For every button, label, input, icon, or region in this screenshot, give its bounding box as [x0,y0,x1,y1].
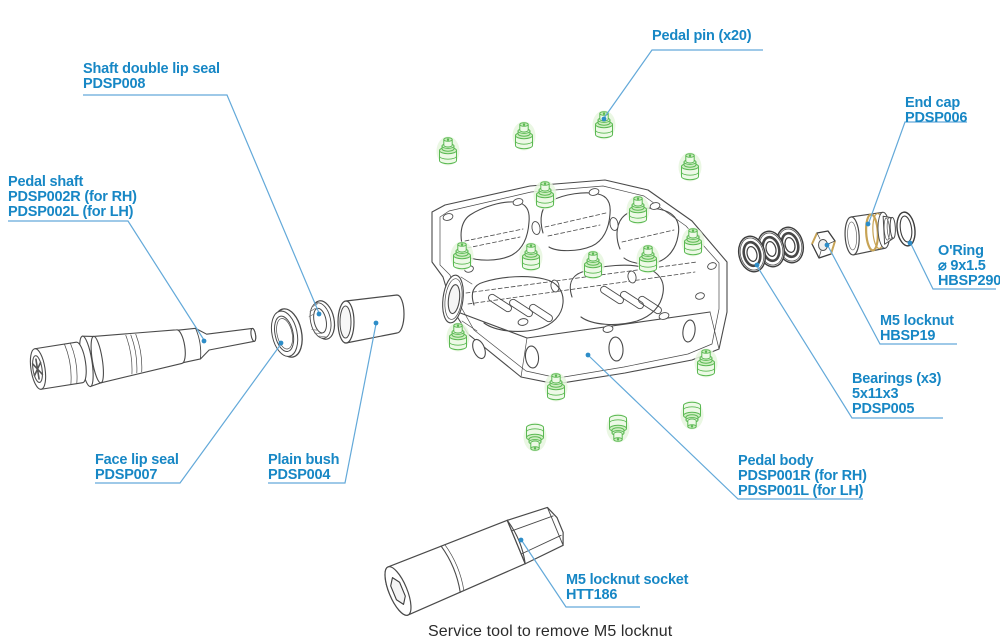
pedal-pin [694,348,718,378]
pedal-pin [533,180,557,210]
leader-dot-end-cap [865,221,871,227]
leader-line-pedal-shaft [8,220,205,341]
pedal-pin [450,241,474,271]
pedal-pin [446,322,470,352]
m5-locknut-drawing [811,230,836,259]
pedal-pin [636,244,660,274]
diagram-caption: Service tool to remove M5 locknut [428,623,673,640]
pedal-pin [581,250,605,280]
end-cap-drawing [844,211,896,256]
pedal-pin [606,413,630,443]
leader-dot-o-ring [907,240,913,246]
pedal-pin [681,227,705,257]
pedal-pin [519,242,543,272]
leader-dot-m5-locknut [824,242,830,248]
leader-dot-plain-bush [373,320,379,326]
pedal-pin [436,136,460,166]
leader-line-shaft-double-lip-seal [83,94,320,314]
bearings-drawing [737,226,805,273]
leader-line-m5-locknut [827,245,957,345]
pedal-pin [626,195,650,225]
leader-line-o-ring [910,243,996,290]
leader-line-plain-bush [268,323,377,484]
leader-dot-shaft-double-lip-seal [316,311,322,317]
pedal-body-drawing [431,179,728,385]
leader-dot-bearings [754,262,760,268]
pedal-pin [544,372,568,402]
pedal-pin [523,422,547,452]
shaft-double-lip-seal-drawing [308,300,336,340]
plain-bush-drawing [337,294,405,344]
leader-dot-pedal-body [585,352,591,358]
leader-lines-layer [8,49,996,608]
pedal-pin [512,121,536,151]
leader-dot-m5-locknut-socket [518,537,524,543]
leader-line-m5-locknut-socket [521,540,640,608]
leader-dot-face-lip-seal [278,340,284,346]
m5-locknut-socket-drawing [384,506,564,616]
leader-line-pedal-body [588,355,863,500]
leader-dot-pedal-pin [601,116,607,122]
leader-line-pedal-pin [603,49,763,119]
pedal-pin [592,110,616,140]
pedal-pin [678,152,702,182]
leader-dot-pedal-shaft [201,338,207,344]
o-ring-drawing [896,211,916,247]
pedal-shaft-drawing [29,327,257,390]
leader-line-face-lip-seal [95,343,282,484]
pedal-pin [680,400,704,430]
leader-line-end-cap [867,121,967,226]
leader-line-bearings [756,265,943,419]
face-lip-seal-drawing [270,308,303,358]
